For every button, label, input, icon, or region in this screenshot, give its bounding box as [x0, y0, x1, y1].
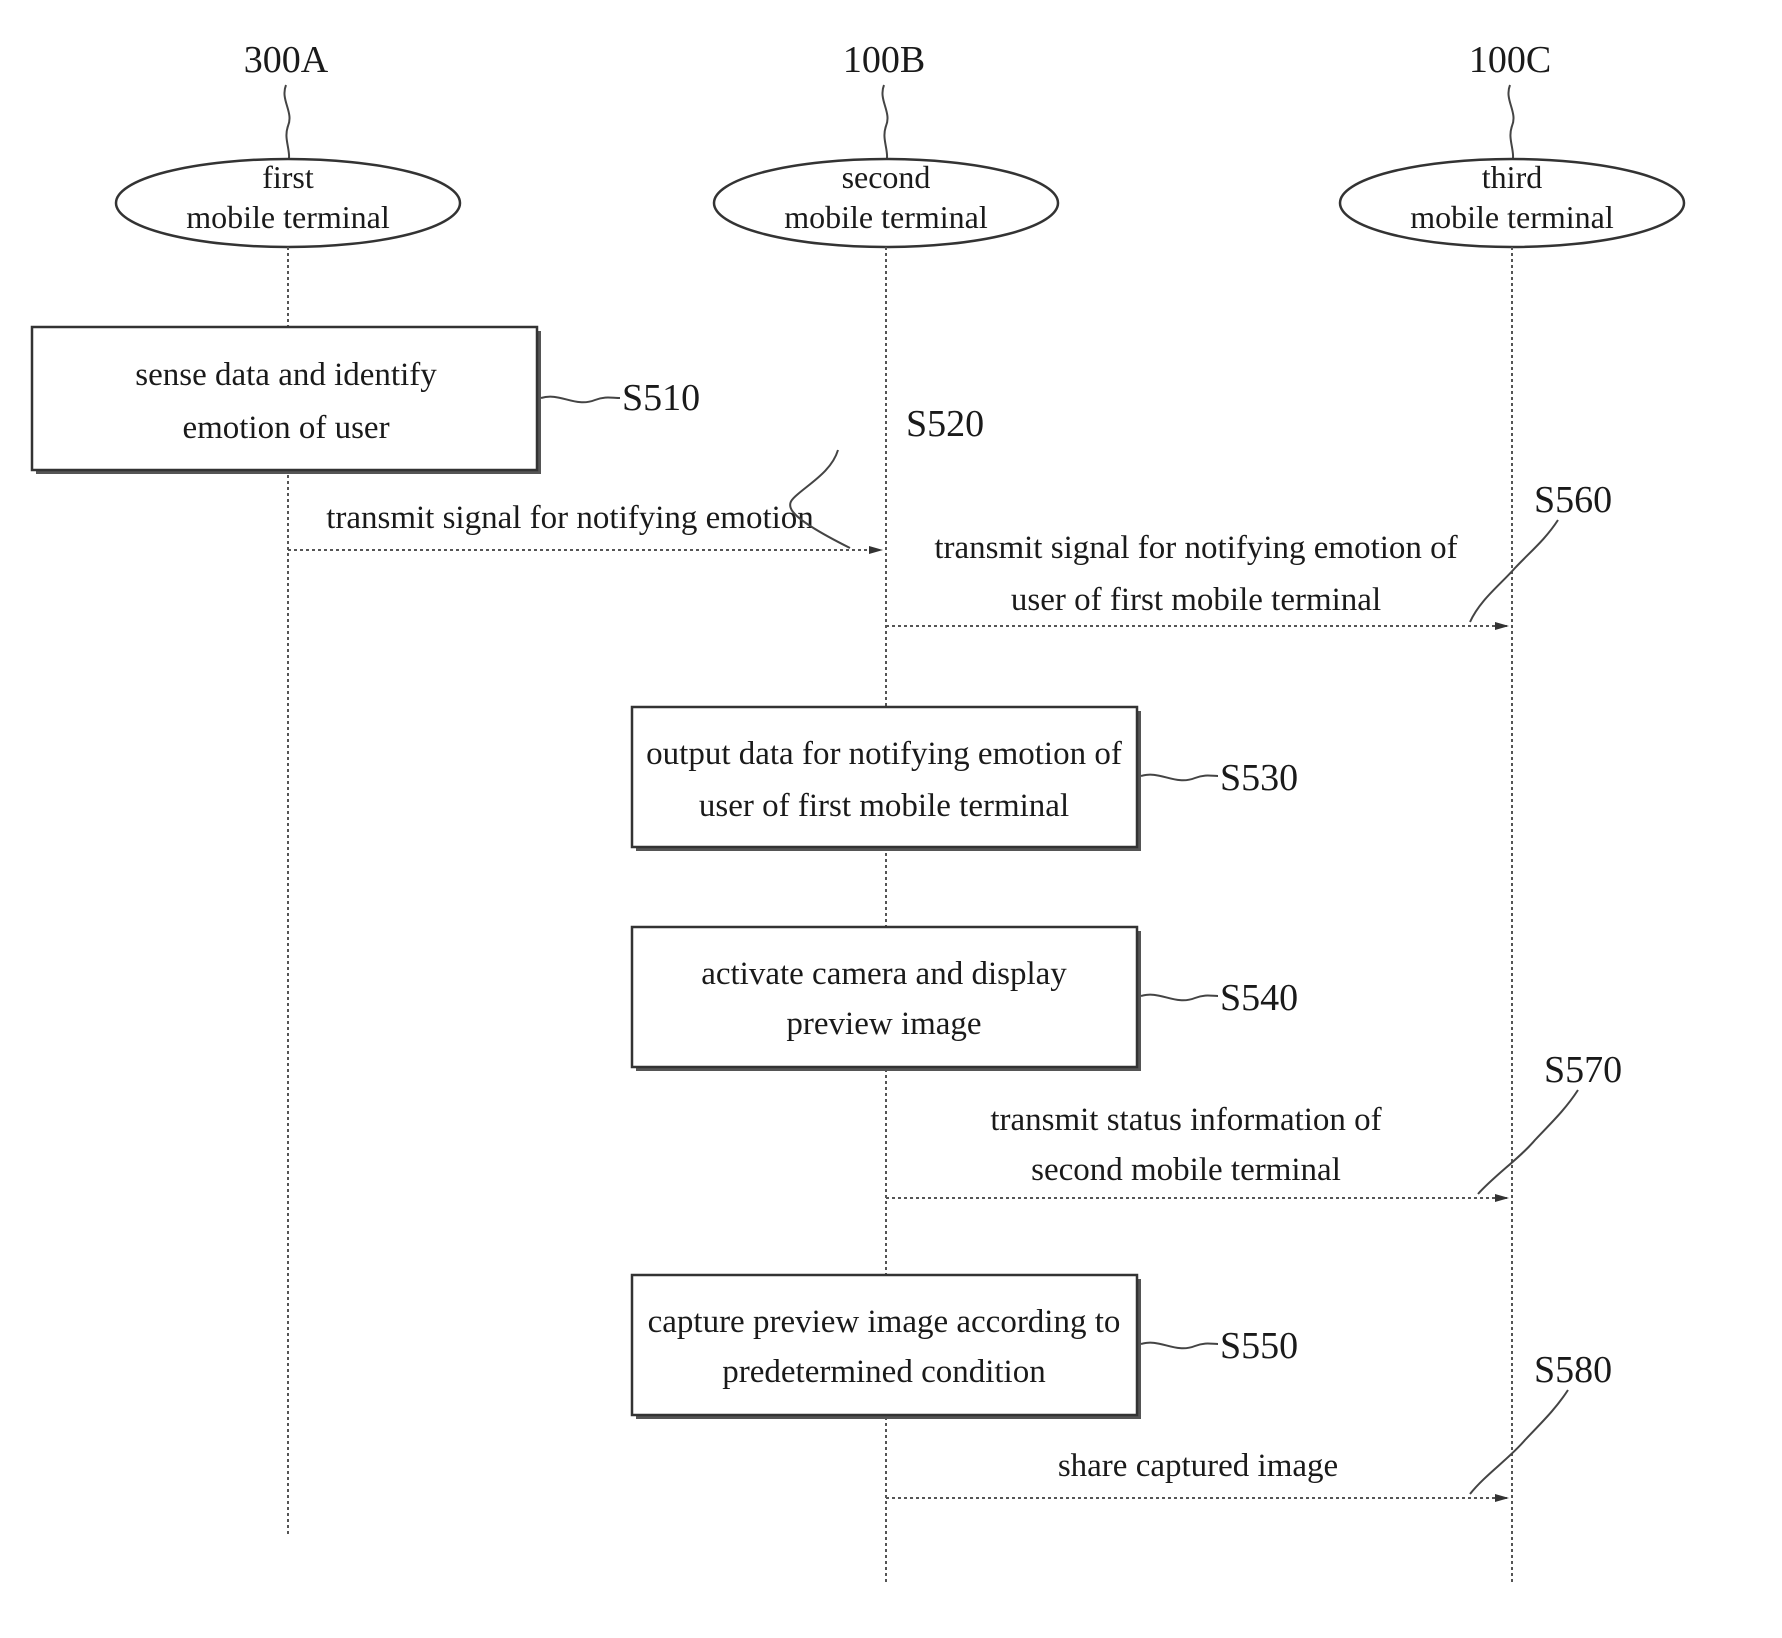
- step-s530-text-line1: output data for notifying emotion of: [646, 736, 1122, 772]
- step-s510-id: S510: [622, 377, 700, 419]
- step-s510-text-line1: sense data and identify: [135, 357, 437, 393]
- participant-third-ref: 100C: [1469, 39, 1551, 81]
- participant-first-name-line1: first: [262, 159, 314, 195]
- participant-second-ref-leader: [882, 85, 887, 165]
- participant-third: 100C third mobile terminal: [1340, 39, 1684, 1585]
- step-s540-text-line1: activate camera and display: [701, 956, 1067, 992]
- step-s530-box: [632, 707, 1137, 847]
- step-s530: output data for notifying emotion of use…: [632, 707, 1298, 851]
- participant-second-ref: 100B: [843, 39, 925, 81]
- step-s540: activate camera and display preview imag…: [632, 927, 1298, 1071]
- step-s560-text-line2: user of first mobile terminal: [1011, 582, 1381, 618]
- step-s550-leader: [1141, 1343, 1218, 1349]
- step-s510-text-line2: emotion of user: [182, 410, 389, 446]
- step-s540-text-line2: preview image: [786, 1006, 981, 1042]
- step-s580-leader: [1470, 1390, 1568, 1494]
- step-s540-box: [632, 927, 1137, 1067]
- participant-third-name-line2: mobile terminal: [1410, 199, 1614, 235]
- step-s570-id: S570: [1544, 1049, 1622, 1091]
- step-s560-text-line1: transmit signal for notifying emotion of: [934, 530, 1457, 566]
- participant-second-name-line1: second: [842, 159, 931, 195]
- step-s570-leader: [1478, 1090, 1578, 1194]
- step-s580-id: S580: [1534, 1349, 1612, 1391]
- participant-second-name-line2: mobile terminal: [784, 199, 988, 235]
- step-s540-id: S540: [1220, 977, 1298, 1019]
- step-s520-id: S520: [906, 403, 984, 445]
- step-s520-text: transmit signal for notifying emotion: [326, 500, 814, 536]
- participant-first-ref-leader: [284, 85, 289, 165]
- step-s560-leader: [1470, 520, 1558, 622]
- step-s560: transmit signal for notifying emotion of…: [886, 479, 1612, 626]
- participant-first-ref: 300A: [244, 39, 329, 81]
- step-s550: capture preview image according to prede…: [632, 1275, 1298, 1419]
- participant-first: 300A first mobile terminal: [116, 39, 460, 1535]
- step-s550-box: [632, 1275, 1137, 1415]
- step-s530-id: S530: [1220, 757, 1298, 799]
- step-s540-leader: [1141, 995, 1218, 1001]
- step-s530-text-line2: user of first mobile terminal: [699, 788, 1069, 824]
- step-s570-text-line2: second mobile terminal: [1031, 1152, 1341, 1188]
- step-s510-leader: [541, 397, 620, 403]
- participant-first-name-line2: mobile terminal: [186, 199, 390, 235]
- step-s550-id: S550: [1220, 1325, 1298, 1367]
- step-s510-box: [32, 327, 537, 470]
- step-s530-leader: [1141, 775, 1218, 781]
- participant-third-name-line1: third: [1482, 159, 1542, 195]
- step-s510: sense data and identify emotion of user …: [32, 327, 700, 474]
- step-s570-text-line1: transmit status information of: [990, 1102, 1381, 1138]
- step-s580-text: share captured image: [1058, 1448, 1338, 1484]
- step-s550-text-line2: predetermined condition: [722, 1354, 1045, 1390]
- participant-third-ref-leader: [1508, 85, 1513, 165]
- step-s550-text-line1: capture preview image according to: [648, 1304, 1121, 1340]
- step-s560-id: S560: [1534, 479, 1612, 521]
